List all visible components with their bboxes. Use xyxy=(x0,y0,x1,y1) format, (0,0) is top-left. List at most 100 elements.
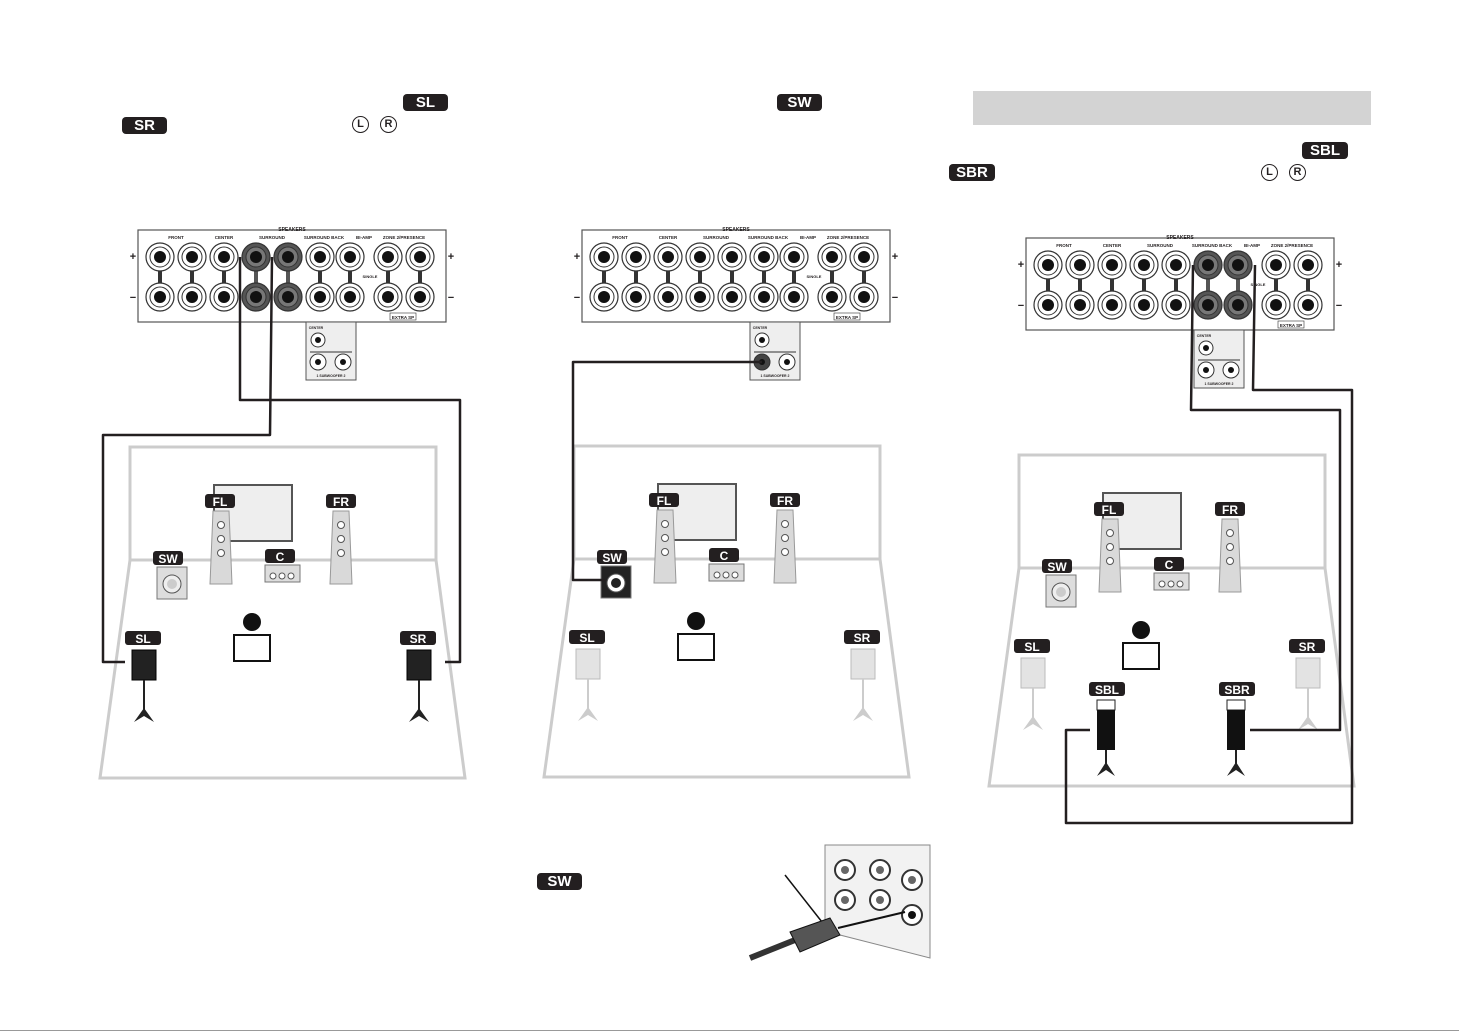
badge-bg xyxy=(125,631,161,645)
c-label: C xyxy=(1154,557,1184,572)
stand-base xyxy=(578,707,598,721)
driver xyxy=(661,520,669,528)
binding-post-hole xyxy=(218,291,230,303)
binding-post-hole xyxy=(1042,259,1054,271)
binding-post-hole xyxy=(826,251,838,263)
binding-post-hole xyxy=(630,291,642,303)
badge-bg xyxy=(205,494,235,508)
pre-center-label: CENTER xyxy=(1197,334,1212,338)
tweeter-box xyxy=(1096,699,1116,711)
left-channel-icon: L xyxy=(1261,164,1278,181)
jack-hole xyxy=(340,359,346,365)
extra-sp-label: EXTRA SP xyxy=(1280,323,1302,328)
plus-label: + xyxy=(448,251,454,263)
badge-label: FL xyxy=(213,495,228,509)
tower-speaker xyxy=(1218,518,1242,593)
surround-speaker xyxy=(406,649,432,681)
binding-post-hole xyxy=(1138,259,1150,271)
plug-pin xyxy=(837,911,906,929)
plus-label: + xyxy=(130,251,136,263)
binding-post-hole xyxy=(758,251,770,263)
sl-label: SL xyxy=(125,631,161,646)
preout-jacks: CENTER 1 SUBWOOFER 2 xyxy=(1193,329,1245,389)
terminal-group-label: ZONE 2/PRESENCE xyxy=(827,235,869,240)
badge-bg xyxy=(649,493,679,507)
binding-post-hole xyxy=(382,291,394,303)
driver xyxy=(217,535,225,543)
terminal-group-label: FRONT xyxy=(612,235,628,240)
fr-label: FR xyxy=(1215,502,1245,517)
driver xyxy=(337,521,345,529)
extra-sp-box xyxy=(389,312,417,321)
driver xyxy=(1167,580,1175,588)
minus-label: − xyxy=(574,292,580,304)
badge-label: SR xyxy=(410,632,427,646)
surround-speaker xyxy=(575,648,601,680)
binding-post-hole xyxy=(1302,299,1314,311)
minus-label: − xyxy=(130,292,136,304)
badge-label: C xyxy=(276,550,285,564)
driver xyxy=(1106,557,1114,565)
binding-post-hole xyxy=(282,291,294,303)
driver xyxy=(781,520,789,528)
terminal-group-label: SURROUND BACK xyxy=(1192,243,1233,248)
jack-hole xyxy=(315,337,321,343)
badge-label: SR xyxy=(1299,640,1316,654)
driver xyxy=(217,549,225,557)
driver xyxy=(337,549,345,557)
binding-post-hole xyxy=(154,251,166,263)
plus-label: + xyxy=(1018,259,1024,271)
tower-speaker xyxy=(653,509,677,584)
binding-post-hole xyxy=(344,251,356,263)
sr-label: SR xyxy=(1289,639,1325,654)
terminal-group-label: SURROUND xyxy=(259,235,286,240)
binding-post-hole xyxy=(154,291,166,303)
badge-label: SW xyxy=(1047,560,1067,574)
surround-speaker xyxy=(1020,657,1046,689)
terminal-group-label: CENTER xyxy=(1103,243,1122,248)
sl-label: SL xyxy=(569,630,605,645)
badge-bg xyxy=(597,550,627,564)
surround-back-speaker xyxy=(1097,710,1115,750)
terminal-group-label: BI-AMP xyxy=(356,235,372,240)
sr-badge: SR xyxy=(122,117,167,134)
terminal-group-label: BI-AMP xyxy=(800,235,816,240)
badge-bg xyxy=(770,493,800,507)
callout-line xyxy=(784,874,823,923)
extra-sp-box xyxy=(1277,320,1305,329)
listener-head xyxy=(1132,621,1150,639)
binding-post-hole xyxy=(1170,259,1182,271)
stand-base xyxy=(853,707,873,721)
sw-badge: SW xyxy=(777,94,822,111)
sl-badge: SL xyxy=(403,94,448,111)
badge-bg xyxy=(1042,559,1072,573)
jack-hole xyxy=(908,876,916,884)
pre-center-label: CENTER xyxy=(753,326,768,330)
extra-sp-label: EXTRA SP xyxy=(836,315,858,320)
binding-post-hole xyxy=(826,291,838,303)
minus-label: − xyxy=(448,292,454,304)
preout-box xyxy=(749,321,801,381)
sw-label: SW xyxy=(597,550,627,565)
binding-post-hole xyxy=(250,291,262,303)
surround-back-speaker xyxy=(1227,710,1245,750)
subwoofer-jack-label: 1 SUBWOOFER 2 xyxy=(1205,382,1234,386)
binding-post-hole xyxy=(1302,259,1314,271)
sbr-badge: SBR xyxy=(949,164,995,181)
binding-post-hole xyxy=(186,291,198,303)
driver xyxy=(1226,543,1234,551)
sbr-label: SBR xyxy=(1219,682,1255,697)
fr-label: FR xyxy=(770,493,800,508)
terminal-group-label: ZONE 2/PRESENCE xyxy=(383,235,425,240)
tweeter-box xyxy=(1226,699,1246,711)
fl-label: FL xyxy=(649,493,679,508)
binding-post-hole xyxy=(598,251,610,263)
driver xyxy=(1226,529,1234,537)
badge-label: SBL xyxy=(1095,683,1119,697)
driver xyxy=(781,534,789,542)
badge-label: C xyxy=(1165,558,1174,572)
plus-label: + xyxy=(892,251,898,263)
